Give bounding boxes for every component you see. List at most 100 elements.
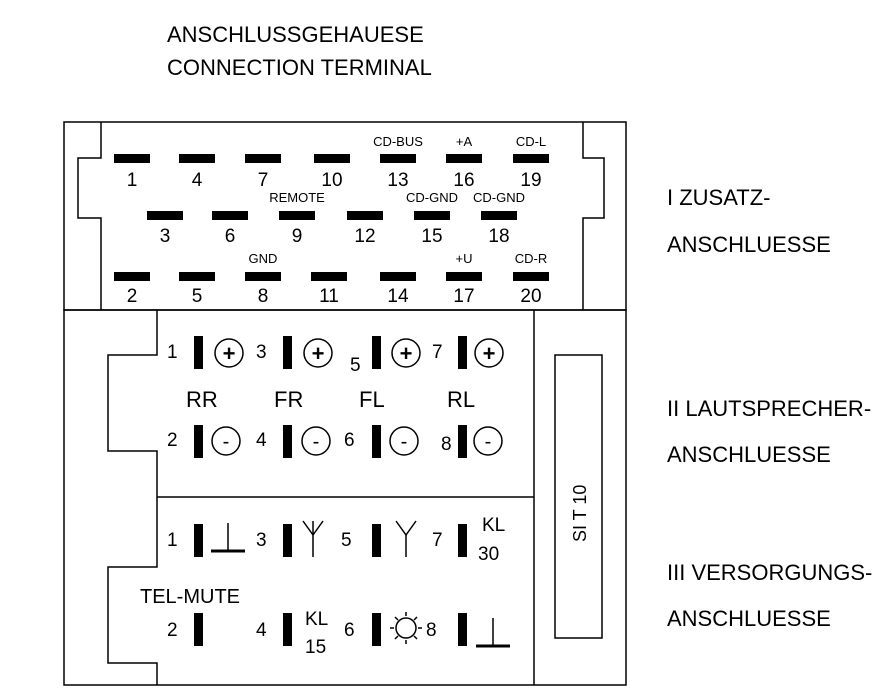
pin-tag: CD-GND	[473, 190, 525, 205]
pin-bar	[372, 613, 381, 646]
pin-number: 5	[341, 530, 352, 551]
pin-bar	[446, 154, 482, 163]
pin-number: 13	[387, 170, 408, 191]
pin-bar	[513, 272, 549, 281]
pin-number: 20	[520, 286, 541, 307]
minus-icon: -	[211, 426, 241, 456]
pin-bar	[513, 154, 549, 163]
pin-number: 15	[421, 226, 442, 247]
pin-number: 8	[441, 434, 452, 455]
pin-bar	[114, 272, 150, 281]
pin-number: 6	[344, 620, 355, 641]
section-2-pins: 1 + 3 + 5 + 7 + RR FR FL RL 2	[167, 336, 504, 458]
plus-icon: +	[474, 338, 504, 368]
ground-icon	[476, 618, 510, 648]
pin-bar	[414, 211, 450, 220]
pin-number: 10	[321, 170, 342, 191]
channel-label: FR	[274, 387, 303, 412]
pin-bar	[380, 272, 416, 281]
pin-bar	[194, 425, 203, 458]
pin-bar	[194, 336, 203, 369]
pin-bar	[458, 613, 467, 646]
pin-number: 8	[426, 620, 437, 641]
pin-bar	[212, 211, 248, 220]
pin-bar	[283, 425, 292, 458]
pin-bar	[179, 154, 215, 163]
section-2-label-line-1: II LAUTSPRECHER-	[667, 396, 871, 421]
plus-icon: +	[391, 338, 421, 368]
pin-tag: +U	[456, 251, 473, 266]
section-2-3-housing	[63, 309, 627, 686]
pin-bar	[283, 613, 292, 646]
pin-number: 3	[160, 226, 171, 247]
kl30-label-top: KL	[482, 515, 505, 536]
pin-number: 18	[488, 226, 509, 247]
pin-bar	[380, 154, 416, 163]
pin-number: 7	[432, 530, 443, 551]
svg-text:-: -	[401, 431, 408, 453]
pin-tag: GND	[249, 251, 278, 266]
pin-number: 1	[127, 170, 138, 191]
pin-bar	[114, 154, 150, 163]
minus-icon: -	[301, 426, 331, 456]
svg-text:+: +	[312, 341, 325, 366]
pin-bar	[347, 211, 383, 220]
pin-number: 8	[258, 286, 269, 307]
pin-number: 6	[344, 430, 355, 451]
pin-bar	[458, 524, 467, 557]
pin-bar	[481, 211, 517, 220]
pin-number: 1	[167, 530, 178, 551]
title-line-1: ANSCHLUSSGEHAUESE	[167, 22, 424, 47]
pin-number: 1	[167, 342, 178, 363]
pin-number: 7	[258, 170, 269, 191]
pin-bar	[147, 211, 183, 220]
pin-number: 14	[387, 286, 409, 307]
pin-bar	[314, 154, 350, 163]
pin-number: 19	[520, 170, 541, 191]
pin-number: 2	[167, 620, 178, 641]
pin-number: 12	[354, 226, 375, 247]
pin-tag: REMOTE	[269, 190, 325, 205]
plus-icon: +	[303, 338, 333, 368]
pin-bar	[283, 336, 292, 369]
svg-text:+: +	[483, 341, 496, 366]
svg-text:-: -	[313, 431, 320, 453]
minus-icon: -	[389, 426, 419, 456]
pin-bar	[372, 524, 381, 557]
svg-text:-: -	[223, 431, 230, 453]
pin-bar	[179, 272, 215, 281]
pin-number: 4	[256, 430, 267, 451]
plus-icon: +	[214, 338, 244, 368]
pin-bar	[446, 272, 482, 281]
pin-number: 7	[432, 342, 443, 363]
pin-bar	[458, 336, 467, 369]
pin-tag: CD-BUS	[373, 134, 423, 149]
kl15-label-bottom: 15	[305, 637, 326, 658]
channel-label: RR	[186, 387, 218, 412]
section-1-label-line-1: I ZUSATZ-	[667, 185, 770, 210]
pin-number: 2	[167, 430, 178, 451]
section-2-label-line-2: ANSCHLUESSE	[667, 442, 831, 467]
svg-text:+: +	[400, 341, 413, 366]
channel-label: RL	[447, 387, 475, 412]
kl15-label-top: KL	[305, 609, 328, 630]
pin-number: 6	[225, 226, 236, 247]
pin-number: 16	[453, 170, 474, 191]
kl30-label-bottom: 30	[478, 544, 499, 565]
tel-mute-label: TEL-MUTE	[140, 586, 240, 608]
section-1-label-line-2: ANSCHLUESSE	[667, 232, 831, 257]
pin-bar	[194, 524, 203, 557]
antenna-icon	[302, 520, 324, 557]
pin-bar	[458, 425, 467, 458]
pin-number: 11	[319, 286, 339, 307]
section-3-label-line-1: III VERSORGUNGS-	[667, 560, 872, 585]
pin-number: 3	[256, 530, 267, 551]
fuse: SI T 10	[554, 354, 603, 639]
svg-text:+: +	[223, 341, 236, 366]
pin-number: 4	[256, 620, 267, 641]
pin-tag: CD-GND	[406, 190, 458, 205]
fuse-label: SI T 10	[570, 485, 590, 542]
title-line-2: CONNECTION TERMINAL	[167, 55, 432, 80]
